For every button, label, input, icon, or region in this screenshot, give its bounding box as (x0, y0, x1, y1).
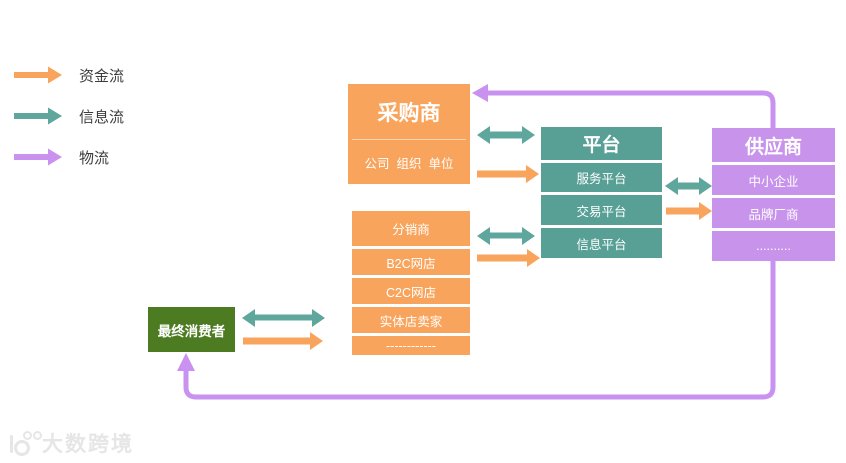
logistics-line-supplier-to-purchaser (487, 90, 776, 128)
platform-row-information: 信息平台 (541, 228, 662, 258)
legend-item-info-flow: 信息流 (14, 106, 124, 126)
watermark-logo-icon (8, 429, 42, 457)
info-arrow-platform-supplier (665, 177, 712, 195)
platform-title: 平台 (541, 127, 662, 160)
info-flow-arrow-icon (14, 107, 62, 125)
legend: 资金流 信息流 物流 (14, 65, 124, 188)
supplier-row-others: .......... (712, 231, 835, 261)
consumer-title: 最终消费者 (157, 323, 226, 339)
capital-arrow-consumer-sellers (243, 332, 323, 350)
capital-flow-arrow-icon (14, 66, 62, 84)
node-consumer: 最终消费者 (148, 307, 235, 352)
node-purchaser: 采购商 公司 组织 单位 (348, 84, 470, 184)
legend-label-capital-flow: 资金流 (79, 67, 125, 85)
info-arrow-sellers-platform (477, 227, 535, 245)
node-supplier: 供应商 中小企业 品牌厂商 .......... (712, 128, 835, 261)
capital-arrow-sellers-platform (477, 249, 540, 267)
node-platform: 平台 服务平台 交易平台 信息平台 (541, 127, 662, 258)
legend-item-capital-flow: 资金流 (14, 65, 124, 85)
purchaser-subtitle: 公司 组织 单位 (364, 156, 454, 171)
logistics-arrowhead-to-consumer (177, 353, 195, 371)
seller-row-b2c-shop: B2C网店 (352, 249, 470, 275)
supplier-title: 供应商 (712, 128, 835, 162)
seller-row-others: ------------ (352, 336, 470, 355)
logistics-arrowhead-to-purchaser (472, 84, 488, 102)
node-sellers: 分销商 B2C网店 C2C网店 实体店卖家 ------------ (352, 211, 470, 355)
legend-label-logistics: 物流 (79, 149, 110, 167)
supplier-row-brand-manufacturer: 品牌厂商 (712, 198, 835, 228)
purchaser-title: 采购商 (377, 101, 441, 125)
logistics-line-supplier-to-consumer (183, 261, 776, 400)
supplier-row-sme: 中小企业 (712, 165, 835, 195)
legend-item-logistics: 物流 (14, 147, 124, 167)
platform-row-trade: 交易平台 (541, 195, 662, 225)
info-arrow-purchaser-platform (477, 126, 535, 144)
platform-row-service: 服务平台 (541, 163, 662, 192)
purchaser-divider (352, 139, 466, 140)
logistics-arrow-icon (14, 148, 62, 166)
seller-row-distributor: 分销商 (352, 211, 470, 246)
legend-label-info-flow: 信息流 (79, 108, 125, 126)
watermark: 大数跨境 (8, 429, 134, 457)
seller-row-physical-store: 实体店卖家 (352, 307, 470, 333)
watermark-text: 大数跨境 (42, 433, 134, 456)
capital-arrow-platform-supplier (666, 202, 712, 220)
seller-row-c2c-shop: C2C网店 (352, 278, 470, 304)
info-arrow-consumer-sellers (242, 309, 325, 327)
capital-arrow-purchaser-platform (477, 165, 539, 183)
